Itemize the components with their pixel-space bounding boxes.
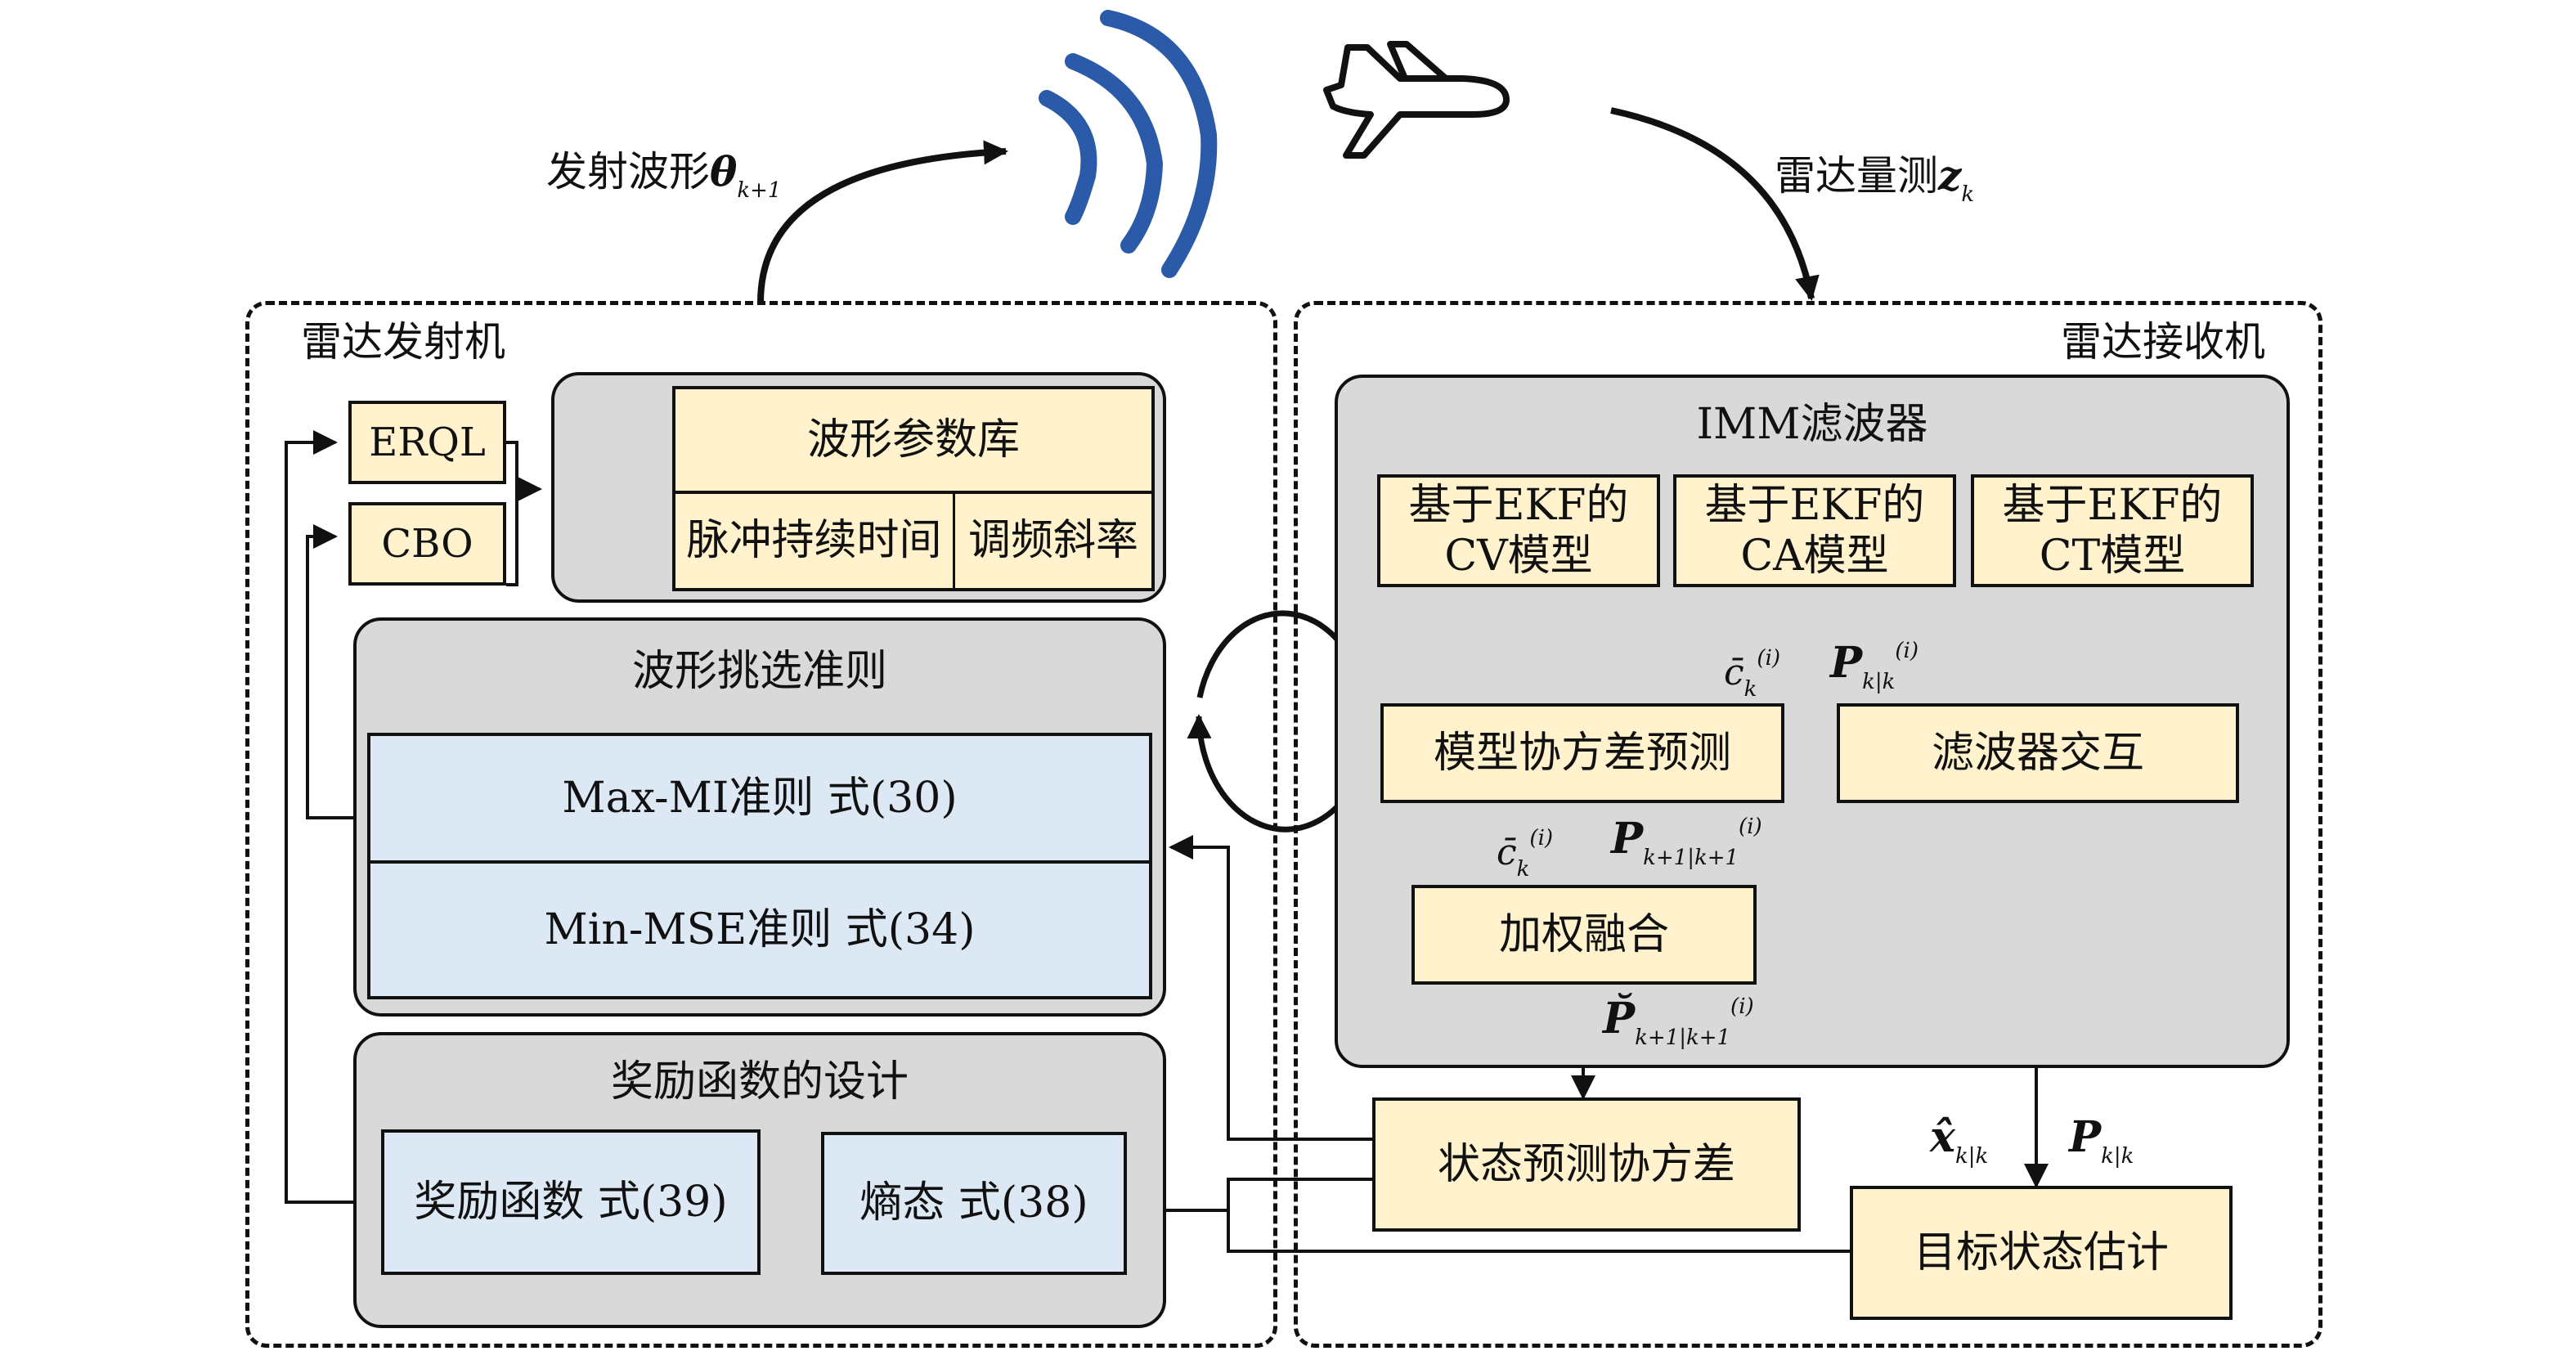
z-subscript: k [1961, 182, 1975, 207]
reward-title: 奖励函数的设计 [610, 1057, 909, 1106]
model-ca-line2: CA模型 [1740, 532, 1889, 581]
p-symbol: P [1611, 814, 1644, 864]
model-ca-box[interactable]: 基于EKF的 CA模型 [1673, 474, 1956, 587]
transmitter-panel [245, 301, 1277, 1348]
model-ct-line2: CT模型 [2039, 532, 2186, 581]
p-breve-symbol: P̆ [1603, 994, 1636, 1044]
criteria-title: 波形挑选准则 [631, 647, 887, 696]
c-bar-label-1: c̄k(i) [1724, 646, 1780, 702]
model-cv-box[interactable]: 基于EKF的 CV模型 [1377, 474, 1660, 587]
state-predict-cov-box[interactable]: 状态预测协方差 [1372, 1097, 1801, 1232]
param-pulse-duration[interactable]: 脉冲持续时间 [675, 494, 955, 588]
p-sub: k|k [2101, 1144, 2134, 1169]
radar-measurement-label: 雷达量测zk [1775, 143, 1974, 207]
param-chirp-rate[interactable]: 调频斜率 [967, 516, 1138, 566]
target-state-estimate-box[interactable]: 目标状态估计 [1850, 1186, 2233, 1320]
measure-label-text: 雷达量测 [1775, 152, 1938, 200]
p-sup: (i) [1739, 815, 1762, 839]
criterion-max-mi[interactable]: Max-MI准则 式(30) [367, 733, 1152, 864]
p-sub: k+1|k+1 [1643, 846, 1739, 870]
c-bar-label-2: c̄k (i) [1497, 826, 1553, 882]
model-cv-line1: 基于EKF的 [1408, 480, 1629, 530]
filter-interaction-box[interactable]: 滤波器交互 [1837, 703, 2239, 803]
c-sup: (i) [1529, 826, 1554, 851]
c-sub: k [1744, 677, 1757, 702]
transmit-waveform-label: 发射波形θk+1 [546, 139, 781, 203]
c-sup: (i) [1757, 646, 1781, 671]
airplane-icon [1323, 41, 1510, 159]
p-symbol: P [2069, 1112, 2102, 1162]
p-sub: k+1|k+1 [1635, 1026, 1731, 1050]
p-sup: (i) [1730, 994, 1754, 1019]
radar-wave-icon [1039, 10, 1218, 278]
receiver-panel [1294, 301, 2322, 1348]
c-bar-symbol: c̄ [1724, 652, 1744, 693]
cbo-box[interactable]: CBO [348, 502, 506, 586]
x-hat-symbol: x̂ [1930, 1112, 1956, 1162]
transmit-arrow [757, 140, 1008, 303]
p-kk-label-2: Pk|k [2069, 1112, 2134, 1169]
c-sub: k [1516, 857, 1530, 882]
model-ct-box[interactable]: 基于EKF的 CT模型 [1971, 474, 2254, 587]
receiver-title: 雷达接收机 [2061, 318, 2265, 366]
p-sub: k|k [1862, 670, 1896, 694]
transmit-label-text: 发射波形 [546, 148, 710, 195]
p-kk-label: Pk|k (i) [1830, 638, 1919, 694]
model-ct-line1: 基于EKF的 [2002, 480, 2223, 530]
imm-title: IMM滤波器 [1696, 400, 1928, 449]
library-title: 波形参数库 [675, 389, 1151, 494]
model-ca-line1: 基于EKF的 [1704, 480, 1925, 530]
p-symbol: P [1830, 638, 1863, 688]
model-cv-line2: CV模型 [1444, 532, 1593, 581]
model-cov-predict-box[interactable]: 模型协方差预测 [1380, 703, 1784, 803]
entropy-state-box[interactable]: 熵态 式(38) [821, 1132, 1127, 1275]
erql-box[interactable]: ERQL [348, 401, 506, 484]
z-symbol: z [1938, 151, 1962, 200]
waveform-library-table: 波形参数库 脉冲持续时间 调频斜率 [672, 386, 1155, 591]
c-bar-symbol: c̄ [1497, 832, 1517, 873]
p-k1-label: Pk+1|k+1(i) [1611, 814, 1762, 870]
theta-subscript: k+1 [737, 178, 782, 203]
x-hat-label: x̂k|k [1930, 1112, 1988, 1169]
p-breve-label: P̆k+1|k+1 (i) [1603, 994, 1754, 1050]
x-sub: k|k [1955, 1144, 1989, 1169]
theta-symbol: θ [710, 147, 738, 195]
p-sup: (i) [1895, 639, 1919, 663]
reward-function-box[interactable]: 奖励函数 式(39) [381, 1129, 761, 1275]
transmitter-title: 雷达发射机 [301, 318, 505, 366]
weighted-fusion-box[interactable]: 加权融合 [1411, 885, 1757, 985]
criterion-min-mse[interactable]: Min-MSE准则 式(34) [367, 860, 1152, 999]
